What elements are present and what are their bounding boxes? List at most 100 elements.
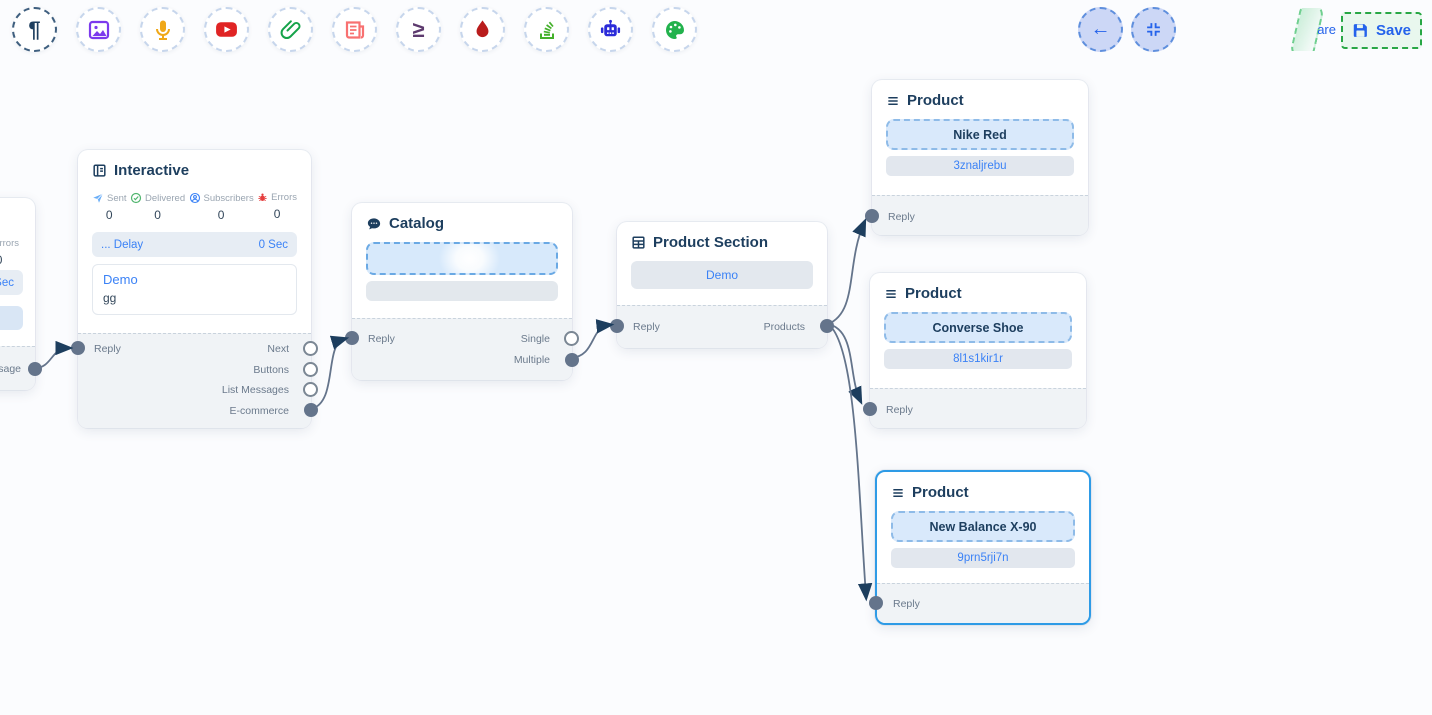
tool-video-button[interactable] bbox=[204, 7, 249, 52]
newspaper-icon bbox=[343, 18, 367, 42]
input-port-label: Reply bbox=[94, 343, 121, 355]
check-circle-icon bbox=[130, 192, 142, 204]
fit-view-button[interactable] bbox=[1131, 7, 1176, 52]
input-port-label: Reply bbox=[886, 404, 913, 416]
output-port-label-next: Next bbox=[267, 343, 289, 355]
output-handle-single[interactable] bbox=[564, 331, 579, 346]
interactive-icon bbox=[92, 163, 107, 178]
microphone-icon bbox=[151, 18, 175, 42]
input-port-label: Reply bbox=[888, 211, 915, 223]
node-footer: Reply Next Buttons List Messages E-comme… bbox=[71, 333, 318, 428]
input-handle-reply[interactable] bbox=[345, 331, 359, 345]
node-interactive[interactable]: Interactive Sent 0 Delivered 0 Subscribe… bbox=[71, 150, 318, 428]
stat-delivered: Delivered 0 bbox=[130, 192, 185, 222]
compress-icon bbox=[1145, 21, 1162, 38]
tool-condition-button[interactable]: ≥ bbox=[396, 7, 441, 52]
output-port-label-multiple: Multiple bbox=[513, 354, 550, 366]
tool-theme-button[interactable] bbox=[652, 7, 697, 52]
node-footer: Reply bbox=[863, 388, 1086, 428]
partial-share-button[interactable]: are bbox=[1291, 8, 1339, 51]
droplet-icon bbox=[471, 18, 494, 41]
node-footer: Reply bbox=[869, 583, 1089, 623]
tool-text-button[interactable]: ¶ bbox=[12, 7, 57, 52]
node-product-converse-shoe[interactable]: Product Converse Shoe 8l1s1kir1r Reply bbox=[863, 273, 1086, 428]
stat-errors: Errors 0 bbox=[257, 192, 297, 222]
node-title: Product bbox=[912, 484, 969, 501]
tool-drip-button[interactable] bbox=[460, 7, 505, 52]
output-port-label-products: Products bbox=[763, 321, 805, 333]
output-handle-ecommerce[interactable] bbox=[304, 403, 318, 417]
message-title: Demo bbox=[103, 272, 138, 287]
save-button[interactable]: Save bbox=[1341, 12, 1422, 49]
output-handle-list-messages[interactable] bbox=[303, 382, 318, 397]
node-product-new-balance-x90[interactable]: Product New Balance X-90 9prn5rji7n Repl… bbox=[869, 470, 1091, 625]
input-handle-reply[interactable] bbox=[610, 319, 624, 333]
arrow-left-icon: ← bbox=[1090, 18, 1111, 40]
node-footer: Reply Single Multiple bbox=[345, 318, 579, 380]
menu-icon bbox=[884, 287, 898, 301]
node-catalog[interactable]: Catalog Reply Single Multiple bbox=[345, 203, 579, 380]
input-port-label: Reply bbox=[633, 321, 660, 333]
robot-icon bbox=[598, 17, 623, 42]
output-port-label-list-messages: List Messages bbox=[221, 384, 289, 396]
greater-equal-icon: ≥ bbox=[412, 16, 425, 42]
product-retailer-id: 8l1s1kir1r bbox=[884, 349, 1072, 369]
tool-bot-button[interactable] bbox=[588, 7, 633, 52]
tool-stack-button[interactable] bbox=[524, 7, 569, 52]
catalog-text-placeholder bbox=[366, 281, 558, 301]
input-handle-reply[interactable] bbox=[869, 596, 883, 610]
delay-value: 0 Sec bbox=[0, 276, 14, 289]
stat-errors: Errors 0 bbox=[0, 238, 19, 267]
input-handle-reply[interactable] bbox=[865, 209, 879, 223]
output-port-label-ecommerce: E-commerce bbox=[229, 404, 289, 417]
edge-products-to-nike-red bbox=[827, 218, 867, 325]
input-handle-reply[interactable] bbox=[863, 402, 877, 416]
node-product-section[interactable]: Product Section Demo Reply Products bbox=[610, 222, 834, 348]
output-port-label-single: Single bbox=[520, 333, 550, 345]
node-title: Product Section bbox=[653, 234, 769, 251]
youtube-icon bbox=[214, 17, 239, 42]
partial-button-label: are bbox=[1317, 22, 1336, 37]
message-preview[interactable]: Demo gg bbox=[92, 264, 297, 315]
input-port-label: Reply bbox=[893, 598, 920, 610]
output-handle-message[interactable] bbox=[28, 362, 42, 376]
paperclip-icon bbox=[279, 18, 303, 42]
stack-icon bbox=[535, 18, 559, 42]
product-name[interactable]: New Balance X-90 bbox=[891, 511, 1075, 542]
subscriber-icon bbox=[189, 192, 201, 204]
tool-news-button[interactable] bbox=[332, 7, 377, 52]
tool-image-button[interactable] bbox=[76, 7, 121, 52]
input-handle-reply[interactable] bbox=[71, 341, 85, 355]
menu-icon bbox=[891, 486, 905, 500]
section-body[interactable]: Demo bbox=[631, 261, 813, 289]
delay-label: ... Delay bbox=[101, 238, 144, 251]
delay-row[interactable]: ... Delay 0 Sec bbox=[92, 232, 297, 257]
output-handle-buttons[interactable] bbox=[303, 361, 318, 377]
delay-row[interactable]: 0 Sec bbox=[0, 270, 23, 295]
output-handle-next[interactable] bbox=[303, 341, 318, 356]
node-footer: Message bbox=[0, 346, 42, 390]
pilcrow-icon: ¶ bbox=[28, 16, 41, 42]
image-icon bbox=[87, 18, 111, 42]
message-preview-bar bbox=[0, 306, 23, 330]
grid-icon bbox=[631, 235, 646, 250]
save-button-label: Save bbox=[1375, 22, 1412, 39]
back-button[interactable]: ← bbox=[1078, 7, 1123, 52]
stats-row: Sent 0 Delivered 0 Subscribers 0 Errors … bbox=[92, 192, 297, 222]
output-port-label-buttons: Buttons bbox=[253, 363, 289, 376]
node-title: Interactive bbox=[114, 162, 190, 179]
tool-audio-button[interactable] bbox=[140, 7, 185, 52]
bug-icon bbox=[257, 192, 268, 203]
node-message-partial[interactable]: Errors 0 0 Sec Message bbox=[0, 198, 42, 390]
product-name[interactable]: Converse Shoe bbox=[884, 312, 1072, 343]
product-name[interactable]: Nike Red bbox=[886, 119, 1074, 150]
node-product-nike-red[interactable]: Product Nike Red 3znaljrebu Reply bbox=[865, 80, 1088, 235]
output-handle-products[interactable] bbox=[820, 319, 834, 333]
tool-attachment-button[interactable] bbox=[268, 7, 313, 52]
output-handle-multiple[interactable] bbox=[565, 352, 579, 367]
edge-products-to-converse-shoe bbox=[827, 323, 863, 405]
input-port-label: Reply bbox=[368, 333, 395, 345]
catalog-image-placeholder[interactable] bbox=[366, 242, 558, 275]
send-icon bbox=[92, 192, 104, 204]
